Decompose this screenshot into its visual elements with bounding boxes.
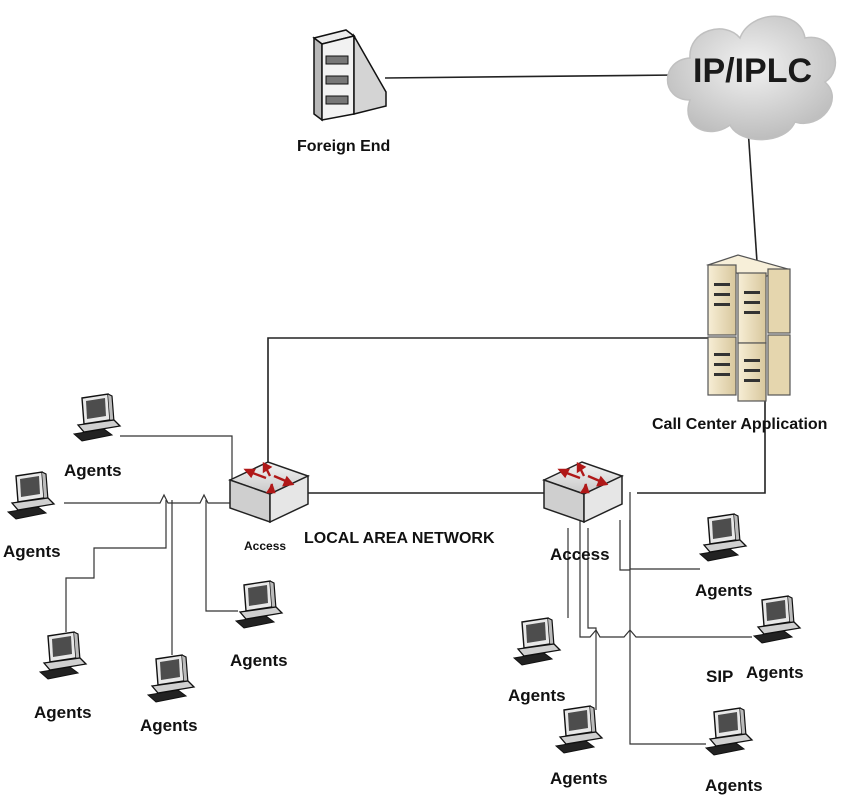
link-left-agent3 [65, 500, 167, 632]
link-right-sip [619, 520, 630, 571]
link-left-agent1 [120, 435, 233, 488]
firewall-server-icon [312, 29, 387, 122]
left-access-switch-icon [228, 460, 310, 524]
agent-pc-icon-7 [555, 705, 603, 754]
link-right-agent9 [579, 520, 752, 638]
agent-pc-icon-8 [699, 513, 747, 562]
agent-label-6: Agents [508, 686, 566, 705]
link-foreign-cloud [384, 74, 677, 79]
agent-label-10: Agents [705, 776, 763, 795]
link-right-agent10 [629, 520, 706, 745]
cloud-icon [666, 15, 836, 141]
agent-label-7: Agents [550, 769, 608, 788]
link-callcenter-right-switch [637, 400, 766, 494]
agent-pc-icon-2 [7, 471, 55, 520]
link-right-agent8 [629, 492, 700, 570]
foreign-end-label: Foreign End [297, 138, 391, 155]
agent-pc-icon-3 [39, 631, 87, 680]
agent-pc-icon-10 [705, 707, 753, 756]
agent-pc-icon-6 [513, 617, 561, 666]
agent-label-8: Agents [695, 581, 753, 600]
call-center-label: Call Center Application [652, 416, 828, 433]
agent-pc-icon-1 [73, 393, 121, 442]
cloud-label: IP/IPLC [693, 52, 813, 90]
agent-pc-icon-9 [753, 595, 801, 644]
link-right-agent7 [587, 528, 597, 710]
agent-label-1: Agents [64, 461, 122, 480]
left-switch-label: Access [244, 539, 287, 553]
agent-label-5: Agents [230, 651, 288, 670]
lan-label: LOCAL AREA NETWORK [304, 530, 495, 547]
agent-label-9: Agents [746, 663, 804, 682]
link-cloud-callcenter [747, 127, 758, 263]
agent-label-2: Agents [3, 542, 61, 561]
link-callcenter-left-switch [267, 337, 712, 478]
agent-label-3: Agents [34, 703, 92, 722]
right-access-switch-icon [542, 460, 624, 524]
right-switch-label: Access [550, 545, 610, 564]
sip-label: SIP [706, 667, 734, 686]
agent-pc-icon-4 [147, 654, 195, 703]
link-left-agent2 [64, 493, 232, 504]
agent-pc-icon-5 [235, 580, 283, 629]
agent-label-4: Agents [140, 716, 198, 735]
link-left-agent5 [205, 500, 238, 612]
server-cluster-icon [705, 254, 791, 402]
